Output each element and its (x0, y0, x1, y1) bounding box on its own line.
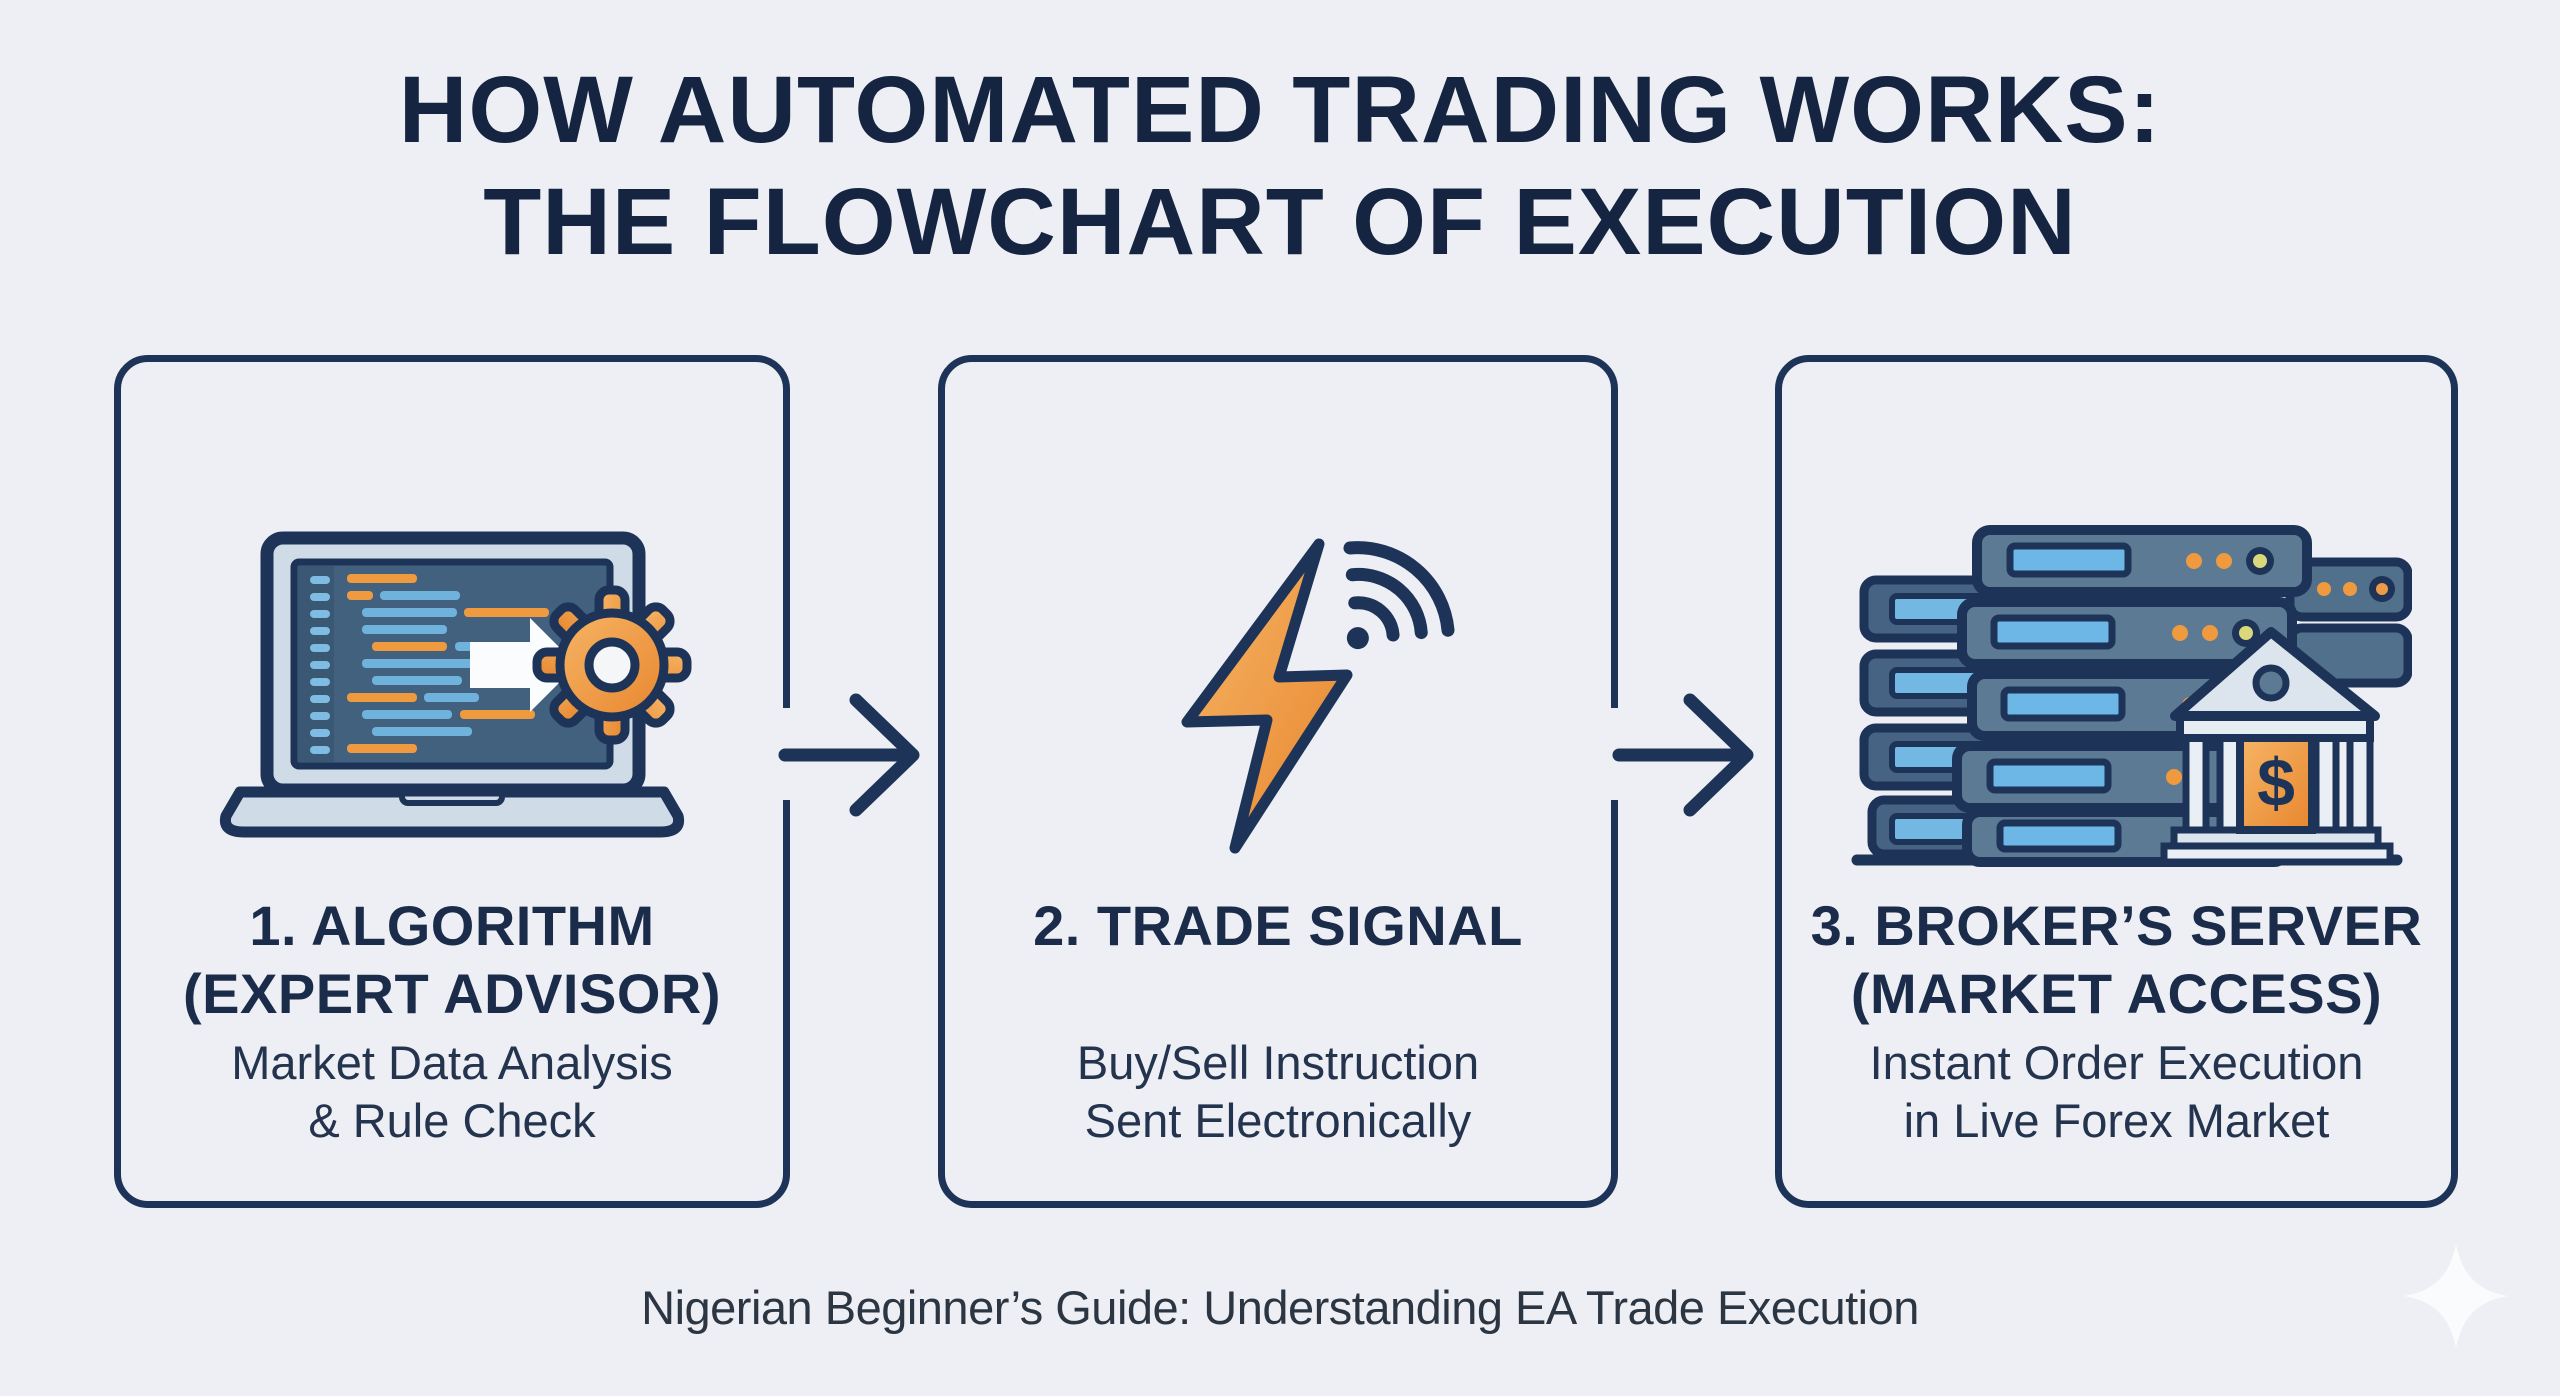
step-2-heading: 2. TRADE SIGNAL (945, 892, 1611, 960)
lightning-bolt-icon (1181, 538, 1353, 854)
step-3-heading-line2: (MARKET ACCESS) (1850, 962, 2383, 1025)
page-title-line1: HOW AUTOMATED TRADING WORKS: (398, 57, 2162, 163)
step-3-description: Instant Order Execution in Live Forex Ma… (1869, 1036, 2364, 1147)
flow-arrow-icon (778, 693, 920, 817)
step-box-algorithm: 1. ALGORITHM (EXPERT ADVISOR) Market Dat… (114, 355, 790, 1208)
step-1-heading: 1. ALGORITHM (EXPERT ADVISOR) (121, 892, 783, 1028)
step-2-description: Buy/Sell Instruction Sent Electronically (1076, 1036, 1480, 1147)
lightning-signal-icon (1167, 520, 1527, 885)
bank-window (2252, 664, 2290, 702)
page-title-line2: THE FLOWCHART OF EXECUTION (483, 169, 2077, 275)
step-1-heading-line1: 1. ALGORITHM (249, 894, 655, 957)
laptop-code-gear-icon (212, 530, 692, 870)
flow-arrow-icon (1612, 693, 1754, 817)
step-1-description: Market Data Analysis & Rule Check (231, 1036, 673, 1147)
step-3-heading: 3. BROKER’S SERVER (MARKET ACCESS) (1782, 892, 2451, 1028)
laptop-base (219, 786, 685, 838)
gear-icon (532, 585, 692, 745)
step-box-trade-signal: 2. TRADE SIGNAL Buy/Sell Instruction Sen… (938, 355, 1618, 1208)
white-arrow-icon (470, 618, 577, 712)
server-bank-icon: $ (1842, 520, 2413, 875)
sparkle-icon (2404, 1244, 2508, 1348)
step-2-heading-line1: 2. TRADE SIGNAL (1033, 894, 1523, 957)
wifi-signal-icon (1343, 541, 1455, 650)
step-1-heading-line2: (EXPERT ADVISOR) (183, 962, 721, 1025)
dollar-sign: $ (2257, 745, 2295, 821)
page-title: HOW AUTOMATED TRADING WORKS: THE FLOWCHA… (0, 54, 2560, 278)
footer-caption: Nigerian Beginner’s Guide: Understanding… (641, 1281, 1919, 1334)
code-gutter (310, 576, 330, 754)
step-box-broker-server: $ 3. BROKER’S SERVER (MARKET ACCESS) Ins… (1775, 355, 2458, 1208)
step-3-heading-line1: 3. BROKER’S SERVER (1810, 894, 2423, 957)
bank-icon: $ (2160, 627, 2394, 866)
